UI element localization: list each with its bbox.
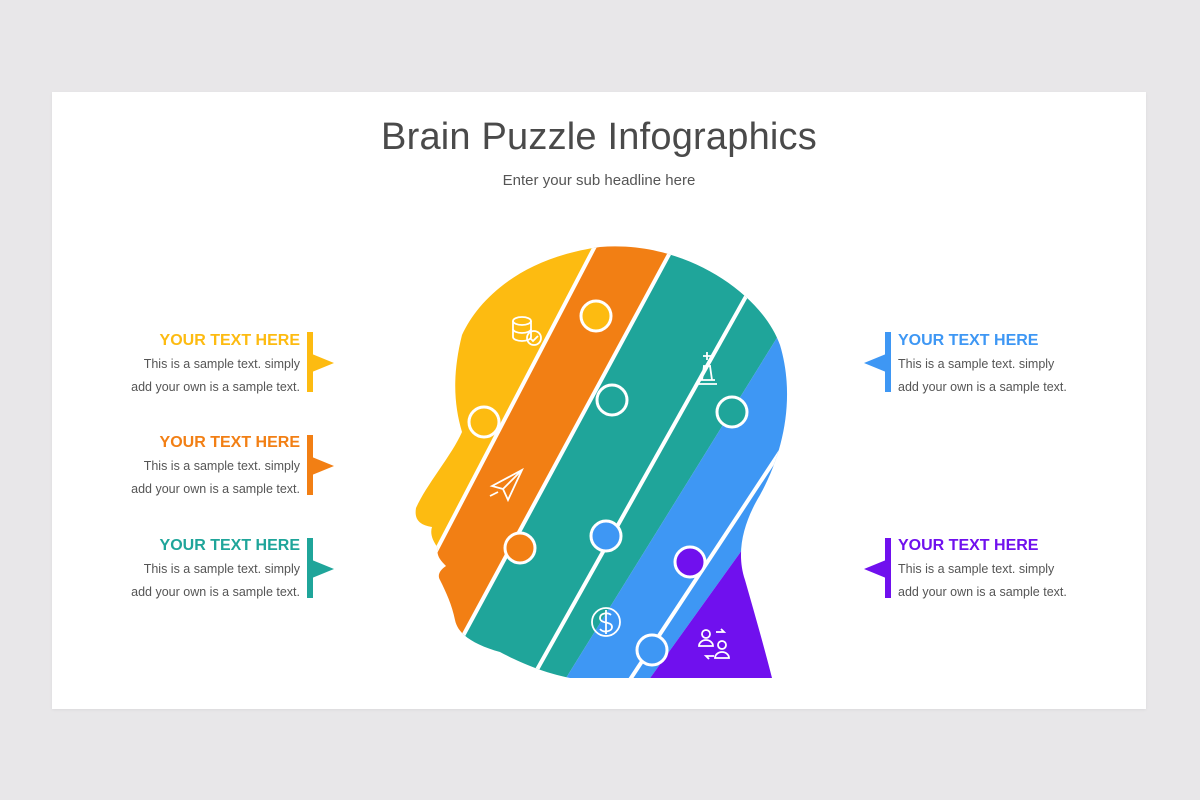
left-item-2-flag-icon	[312, 457, 334, 475]
left-item-2-line1: This is a sample text. simply	[143, 459, 300, 473]
puzzle-knob-5	[715, 395, 749, 429]
left-item-1-flag-icon	[312, 354, 334, 372]
left-item-1-bar	[307, 332, 313, 392]
left-item-2: YOUR TEXT HERE This is a sample text. si…	[70, 432, 300, 500]
left-item-1-heading: YOUR TEXT HERE	[159, 332, 300, 349]
right-item-2-bar	[885, 538, 891, 598]
paper-plane-icon	[489, 467, 524, 503]
left-item-3-line1: This is a sample text. simply	[143, 562, 300, 576]
right-item-1: YOUR TEXT HERE This is a sample text. si…	[898, 330, 1128, 398]
left-item-1-line1: This is a sample text. simply	[143, 357, 300, 371]
puzzle-knob-1	[579, 299, 613, 333]
puzzle-knob-2	[467, 405, 501, 439]
puzzle-knob-4	[595, 383, 629, 417]
right-item-1-heading: YOUR TEXT HERE	[898, 332, 1039, 349]
left-item-3-bar	[307, 538, 313, 598]
puzzle-piece-orange	[415, 246, 720, 640]
puzzle-seam-1	[415, 246, 642, 621]
puzzle-knob-3	[503, 531, 537, 565]
left-item-2-heading: YOUR TEXT HERE	[159, 434, 300, 451]
left-item-3-line2: add your own is a sample text.	[131, 585, 300, 599]
left-item-2-line2: add your own is a sample text.	[131, 482, 300, 496]
puzzle-knob-7	[673, 545, 707, 579]
database-check-icon	[512, 316, 542, 346]
right-item-2: YOUR TEXT HERE This is a sample text. si…	[898, 535, 1128, 603]
user-exchange-icon	[698, 628, 730, 660]
puzzle-knob-8	[635, 633, 669, 667]
left-item-3-heading: YOUR TEXT HERE	[159, 537, 300, 554]
dollar-icon	[591, 607, 621, 637]
right-item-1-bar	[885, 332, 891, 392]
left-item-1-line2: add your own is a sample text.	[131, 380, 300, 394]
right-item-2-flag-icon	[864, 560, 886, 578]
left-item-2-bar	[307, 435, 313, 495]
left-item-3: YOUR TEXT HERE This is a sample text. si…	[70, 535, 300, 603]
chess-piece-icon	[697, 352, 717, 385]
puzzle-knob-6	[589, 519, 623, 553]
right-item-1-line2: add your own is a sample text.	[898, 380, 1067, 394]
right-item-2-heading: YOUR TEXT HERE	[898, 537, 1039, 554]
left-item-3-flag-icon	[312, 560, 334, 578]
page-title: Brain Puzzle Infographics	[381, 116, 817, 158]
left-item-1: YOUR TEXT HERE This is a sample text. si…	[70, 330, 300, 398]
puzzle-seam-2	[448, 246, 722, 661]
right-item-1-flag-icon	[864, 354, 886, 372]
puzzle-piece-blue	[540, 246, 788, 678]
right-item-1-line1: This is a sample text. simply	[898, 357, 1055, 371]
page-subtitle: Enter your sub headline here	[502, 172, 696, 189]
right-item-2-line1: This is a sample text. simply	[898, 562, 1055, 576]
right-item-2-line2: add your own is a sample text.	[898, 585, 1067, 599]
